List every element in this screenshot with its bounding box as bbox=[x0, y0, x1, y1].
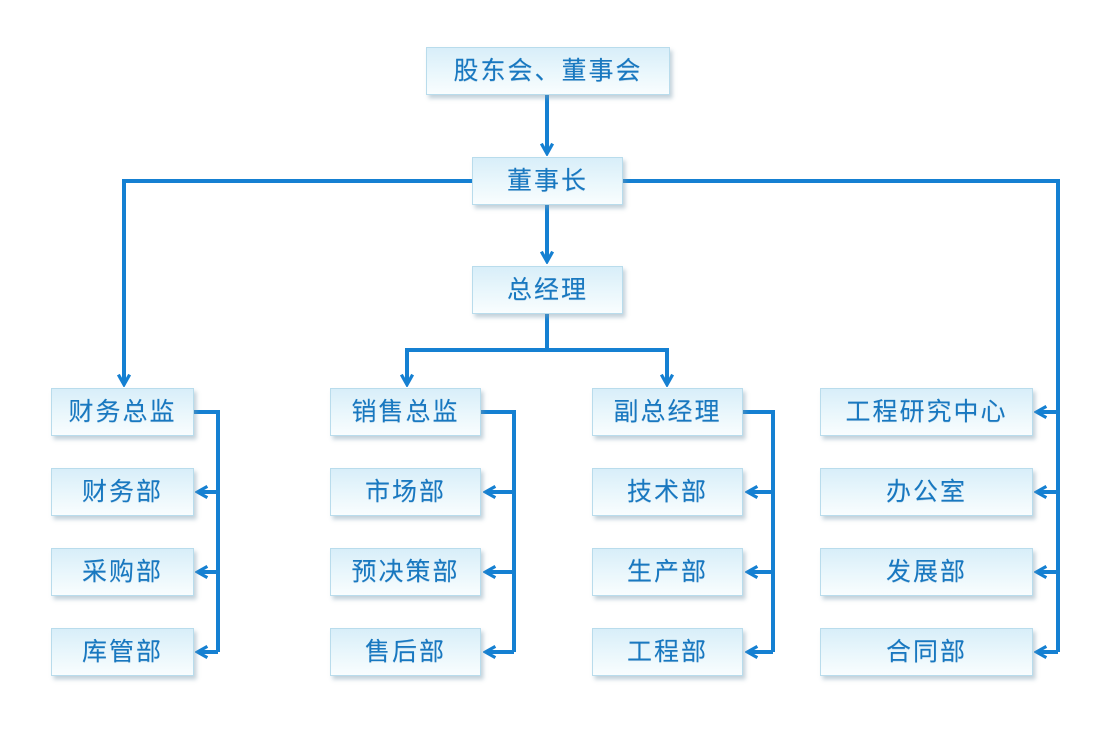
node-label: 工程研究中心 bbox=[845, 398, 1008, 426]
node-office: 办公室 bbox=[820, 468, 1033, 516]
node-label: 技术部 bbox=[626, 478, 708, 506]
connector-cfo-rail bbox=[194, 410, 220, 652]
node-purchasing-dept: 采购部 bbox=[51, 548, 194, 596]
node-shareholders-board: 股东会、董事会 bbox=[426, 47, 670, 95]
node-label: 财务总监 bbox=[68, 398, 177, 426]
node-finance-dept: 财务部 bbox=[51, 468, 194, 516]
node-sales-director: 销售总监 bbox=[330, 388, 481, 436]
node-marketing-dept: 市场部 bbox=[330, 468, 481, 516]
node-chairman: 董事长 bbox=[472, 157, 623, 205]
node-contract-dept: 合同部 bbox=[820, 628, 1033, 676]
node-production-dept: 生产部 bbox=[592, 548, 743, 596]
node-label: 副总经理 bbox=[613, 398, 722, 426]
node-label: 股东会、董事会 bbox=[453, 57, 643, 85]
node-technology-dept: 技术部 bbox=[592, 468, 743, 516]
node-label: 生产部 bbox=[626, 558, 708, 586]
node-label: 库管部 bbox=[81, 638, 163, 666]
node-label: 销售总监 bbox=[351, 398, 460, 426]
node-warehouse-dept: 库管部 bbox=[51, 628, 194, 676]
node-label: 合同部 bbox=[885, 638, 967, 666]
node-label: 发展部 bbox=[885, 558, 967, 586]
node-label: 预决策部 bbox=[351, 558, 460, 586]
node-label: 售后部 bbox=[364, 638, 446, 666]
node-label: 工程部 bbox=[626, 638, 708, 666]
node-engineering-dept: 工程部 bbox=[592, 628, 743, 676]
node-deputy-general-manager: 副总经理 bbox=[592, 388, 743, 436]
connector-chairman-right-rail bbox=[623, 179, 1060, 652]
node-label: 市场部 bbox=[364, 478, 446, 506]
node-label: 采购部 bbox=[81, 558, 163, 586]
connector-deputy-rail bbox=[743, 410, 775, 652]
node-after-sales-dept: 售后部 bbox=[330, 628, 481, 676]
connector-sales-rail bbox=[481, 410, 516, 652]
node-label: 财务部 bbox=[81, 478, 163, 506]
connector-chairman-to-cfo bbox=[124, 179, 472, 384]
node-cfo: 财务总监 bbox=[51, 388, 194, 436]
node-pre-decision-dept: 预决策部 bbox=[330, 548, 481, 596]
node-general-manager: 总经理 bbox=[472, 266, 623, 314]
node-engineering-research-center: 工程研究中心 bbox=[820, 388, 1033, 436]
node-development-dept: 发展部 bbox=[820, 548, 1033, 596]
node-label: 办公室 bbox=[885, 478, 967, 506]
node-label: 总经理 bbox=[506, 276, 588, 304]
node-label: 董事长 bbox=[506, 167, 588, 195]
